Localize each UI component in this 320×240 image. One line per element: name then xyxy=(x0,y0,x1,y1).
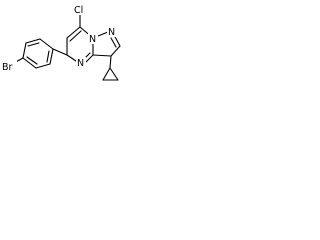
bond-ph1-ph2 xyxy=(39,38,54,50)
chlorine-label: Cl xyxy=(74,5,83,16)
bond-ph6-ph1-inner xyxy=(46,50,50,63)
bond-ph4-ph5 xyxy=(22,57,37,69)
bond-c6-c6-inner xyxy=(69,30,82,42)
pyrimidine-nitrogen-label: N xyxy=(77,58,84,69)
bonds xyxy=(11,14,121,81)
bond-c7-c6 xyxy=(66,26,81,39)
bond-cyclopropyl-a xyxy=(102,67,111,81)
bond-c5-phenyl xyxy=(52,48,68,56)
bond-ph2-ph3-inner xyxy=(27,42,40,47)
bond-ph6-ph1 xyxy=(49,48,54,65)
bond-ph3-ph4 xyxy=(22,42,27,59)
bond-c3-cyclopropyl xyxy=(109,55,112,69)
atom-labels: Cl N N N Br xyxy=(1,3,117,73)
bond-c3-c3a xyxy=(92,54,112,57)
bromine-label: Br xyxy=(2,62,13,73)
bond-n1-n2 xyxy=(97,31,109,37)
pyrazole-nitrogen-label: N xyxy=(108,27,115,38)
bond-n4-c3a xyxy=(85,54,94,63)
bond-c5-n4 xyxy=(66,54,77,62)
bond-n2-c2-inner xyxy=(110,37,117,48)
bridge-nitrogen-label: N xyxy=(89,34,96,45)
bond-ph4-ph5-inner xyxy=(26,56,38,65)
bond-cyclopropyl-b xyxy=(109,67,119,81)
bond-ph5-ph6 xyxy=(35,63,51,69)
chemical-structure-diagram: Cl N N N Br xyxy=(1,3,121,81)
bond-c2-c3 xyxy=(110,45,121,57)
bond-ph2-ph3 xyxy=(25,38,41,44)
